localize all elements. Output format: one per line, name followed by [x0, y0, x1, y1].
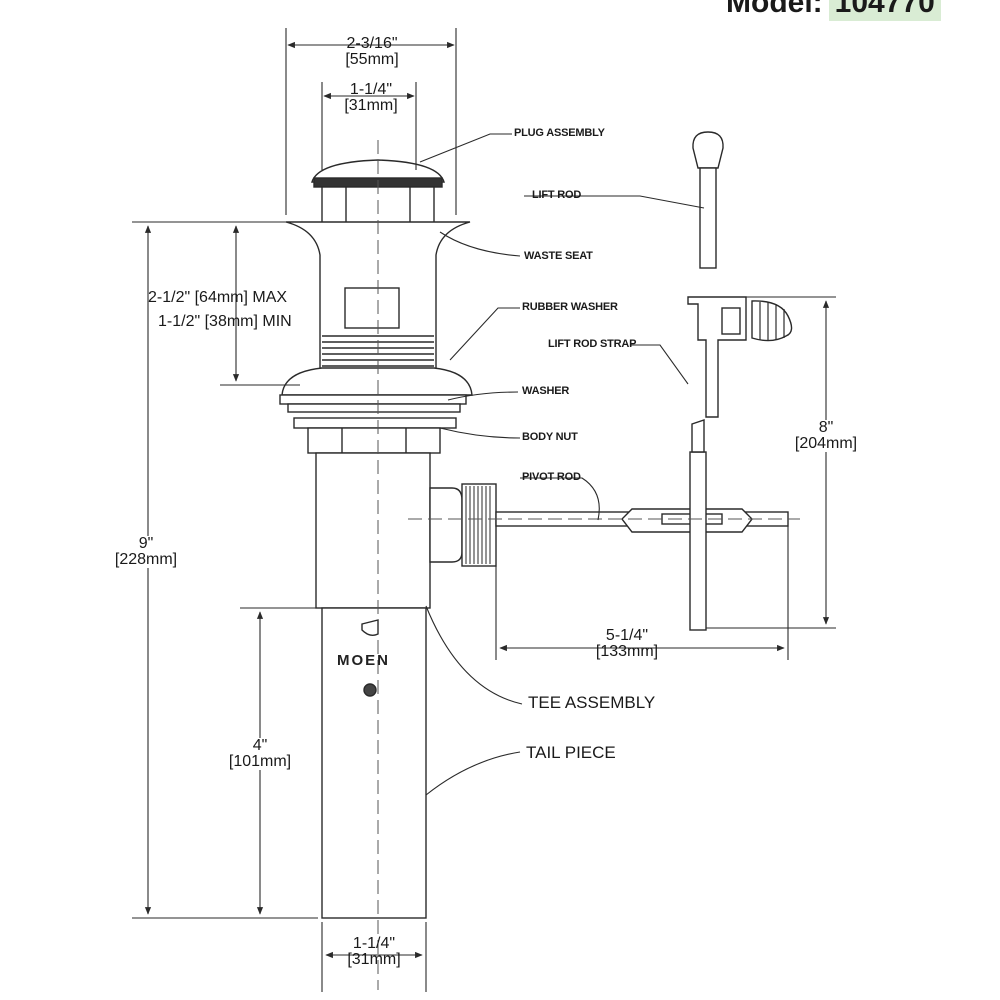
tail-piece-tube	[321, 607, 427, 919]
model-title: Model: 104770	[726, 0, 941, 21]
washer-ring	[279, 394, 467, 405]
leader-lines	[419, 133, 705, 796]
callout-lift-rod-strap: LIFT ROD STRAP	[548, 338, 637, 350]
brand-label: MOEN	[337, 652, 390, 669]
callout-washer: WASHER	[522, 385, 570, 397]
callout-lift-rod: LIFT ROD	[532, 189, 582, 201]
callout-body-nut: BODY NUT	[522, 431, 578, 443]
dim-top-width: 2-3/16"[55mm]	[345, 35, 399, 68]
pivot-nut	[461, 483, 497, 567]
center-lines	[377, 140, 800, 990]
dim-tail-width: 1-1/4"[31mm]	[347, 935, 401, 968]
dim-body-max: 2-1/2" [64mm] MAX	[148, 289, 288, 306]
body-nut	[293, 417, 457, 429]
lift-rod	[699, 167, 717, 269]
dim-pivot-length: 5-1/4"[133mm]	[572, 628, 682, 660]
rubber-washer	[281, 367, 473, 396]
callout-waste-seat: WASTE SEAT	[524, 250, 593, 262]
tee-body	[315, 452, 431, 609]
model-number: 104770	[828, 0, 941, 21]
moen-logo-icon	[361, 619, 379, 697]
dim-lift-height: 8"[204mm]	[776, 420, 876, 452]
lift-rod-knob	[692, 131, 724, 169]
callout-pivot-rod: PIVOT ROD	[522, 471, 581, 483]
dim-body-min: 1-1/2" [38mm] MIN	[158, 313, 292, 330]
callout-tee-assembly: TEE ASSEMBLY	[528, 693, 656, 712]
model-label: Model:	[726, 0, 823, 19]
dim-tail-height: 4"[101mm]	[210, 738, 310, 770]
dimension-lines	[132, 28, 836, 992]
callout-plug-assembly: PLUG ASSEMBLY	[514, 127, 605, 139]
callout-rubber-washer: RUBBER WASHER	[522, 301, 618, 313]
dim-total-height: 9"[228mm]	[96, 536, 196, 568]
dim-plug-width: 1-1/4"[31mm]	[344, 81, 398, 114]
callout-tail-piece: TAIL PIECE	[526, 743, 616, 762]
